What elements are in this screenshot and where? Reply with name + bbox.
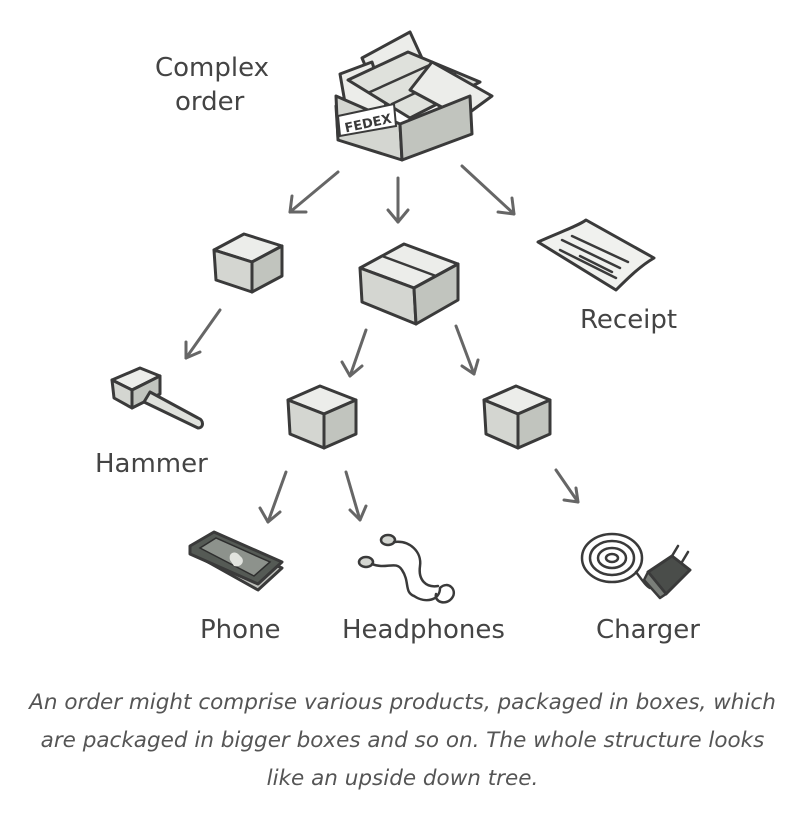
headphones-icon: [357, 533, 456, 604]
arrow-to-headphones: [344, 470, 368, 522]
arrow-to-hammer: [184, 308, 222, 360]
figure-caption: An order might comprise various products…: [29, 690, 776, 791]
hammer-icon: [110, 366, 204, 430]
hammer-label: Hammer: [95, 449, 208, 479]
open-box-icon: FEDEX: [334, 30, 494, 162]
large-box-icon: [358, 242, 460, 326]
arrow-to-inner-right-box: [454, 324, 480, 376]
phone-label: Phone: [200, 615, 281, 645]
composite-tree-diagram: FEDEX Complex order: [95, 30, 700, 645]
charger-icon: [580, 532, 692, 600]
root-label-line2: order: [175, 87, 245, 117]
inner-box-right-icon: [482, 384, 552, 450]
arrow-to-receipt: [460, 164, 516, 216]
arrow-to-left-box: [288, 170, 340, 214]
receipt-label: Receipt: [580, 305, 677, 335]
arrow-to-inner-left-box: [340, 328, 368, 378]
arrow-to-middle-box: [386, 176, 410, 224]
arrow-to-phone: [258, 470, 288, 524]
box-icon: [212, 232, 284, 294]
root-arrows: [288, 164, 516, 224]
phone-icon: [188, 530, 284, 592]
headphones-label: Headphones: [342, 615, 505, 645]
charger-label: Charger: [596, 615, 700, 645]
inner-box-left-icon: [286, 384, 358, 450]
arrow-to-charger: [554, 468, 580, 504]
receipt-icon: [536, 218, 656, 292]
root-label-line1: Complex: [155, 53, 269, 83]
